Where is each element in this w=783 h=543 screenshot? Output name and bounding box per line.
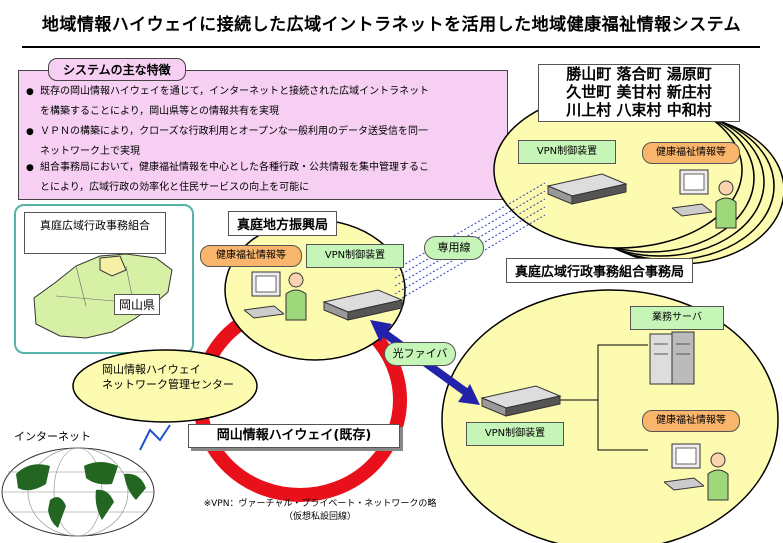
leased-lines bbox=[394, 182, 546, 303]
footnote: ※VPN：ヴァーチャル・プライベート・ネットワークの略 （仮想私設回線） bbox=[203, 499, 437, 522]
villages-list: 勝山町 落合町 湯原町 久世町 美甘村 新庄村 川上村 八束村 中和村 bbox=[538, 64, 740, 122]
union-vpn-label: VPN制御装置 bbox=[466, 422, 564, 446]
feature-1-line-1: 既存の岡山情報ハイウェイを通じて，インターネットと接続された広域イントラネット bbox=[40, 86, 430, 97]
highway-label: 岡山情報ハイウェイ(既存) bbox=[188, 424, 400, 448]
router-icon bbox=[480, 385, 562, 417]
feature-2-line-1: ＶＰＮの構築により，クローズな行政利用とオープンな一般利用のデータ送受信を同一 bbox=[40, 126, 428, 137]
feature-1-line-2: を構築することにより，岡山県等との情報共有を実現 bbox=[40, 106, 279, 117]
villages-row-1: 勝山町 落合町 湯原町 bbox=[566, 65, 712, 83]
feature-3-line-2: とにより，広域行政の効率化と住民サービスの向上を可能に bbox=[40, 182, 310, 193]
leased-line-label: 専用線 bbox=[424, 236, 484, 260]
noc-bubble bbox=[72, 349, 258, 423]
local-vpn-label: VPN制御装置 bbox=[306, 244, 404, 268]
feature-3-line-1: 組合事務局において，健康福祉情報を中心とした各種行政・公共情報を集中管理するこ bbox=[40, 162, 429, 173]
feature-item-2: ● ＶＰＮの構築により，クローズな行政利用とオープンな一般利用のデータ送受信を同… bbox=[26, 122, 500, 162]
bullet-icon: ● bbox=[26, 127, 34, 137]
globe-icon bbox=[1, 447, 155, 537]
page-title: 地域情報ハイウェイに接続した広域イントラネットを活用した地域健康福祉情報システム bbox=[41, 15, 742, 35]
internet-link bbox=[139, 424, 171, 451]
computer-icon bbox=[672, 169, 712, 217]
local-info-label: 健康福祉情報等 bbox=[200, 245, 302, 267]
union-info-label: 健康福祉情報等 bbox=[642, 410, 740, 432]
server-label: 業務サーバ bbox=[630, 306, 724, 330]
village-vpn-label: VPN制御装置 bbox=[518, 140, 616, 164]
person-icon bbox=[285, 272, 307, 321]
computer-icon bbox=[664, 443, 704, 491]
union-lan bbox=[540, 344, 648, 451]
fiber-label: 光ファイバ bbox=[384, 342, 456, 366]
person-icon bbox=[715, 180, 737, 229]
computer-icon bbox=[244, 271, 284, 319]
features-panel bbox=[18, 70, 508, 200]
villages-row-3: 川上村 八束村 中和村 bbox=[566, 101, 712, 119]
pref-label: 岡山県 bbox=[114, 294, 161, 315]
feature-item-3: ● 組合事務局において，健康福祉情報を中心とした各種行政・公共情報を集中管理する… bbox=[26, 158, 500, 198]
union-office-title: 真庭広域行政事務組合事務局 bbox=[506, 258, 694, 283]
local-office-title: 真庭地方振興局 bbox=[228, 211, 338, 236]
bullet-icon: ● bbox=[26, 87, 34, 97]
okayama-map bbox=[33, 253, 173, 339]
bullet-icon: ● bbox=[26, 163, 34, 173]
router-icon bbox=[546, 173, 628, 205]
features-heading: システムの主な特徴 bbox=[48, 58, 186, 81]
server-icon bbox=[649, 331, 695, 385]
router-icon bbox=[322, 289, 404, 321]
feature-2-line-2: ネットワーク上で実現 bbox=[40, 146, 140, 157]
title-rule bbox=[22, 46, 760, 48]
internet-label: インターネット bbox=[14, 430, 91, 443]
villages-row-2: 久世町 美甘村 新庄村 bbox=[566, 83, 712, 101]
feature-item-1: ● 既存の岡山情報ハイウェイを通じて，インターネットと接続された広域イントラネッ… bbox=[26, 82, 500, 122]
village-info-label: 健康福祉情報等 bbox=[642, 142, 740, 164]
region-label: 真庭広域行政事務組合 bbox=[40, 219, 150, 232]
person-icon bbox=[707, 452, 729, 501]
region-callout: 真庭広域行政事務組合 bbox=[24, 212, 166, 254]
noc-label: 岡山情報ハイウェイ ネットワーク管理センター bbox=[102, 363, 234, 391]
